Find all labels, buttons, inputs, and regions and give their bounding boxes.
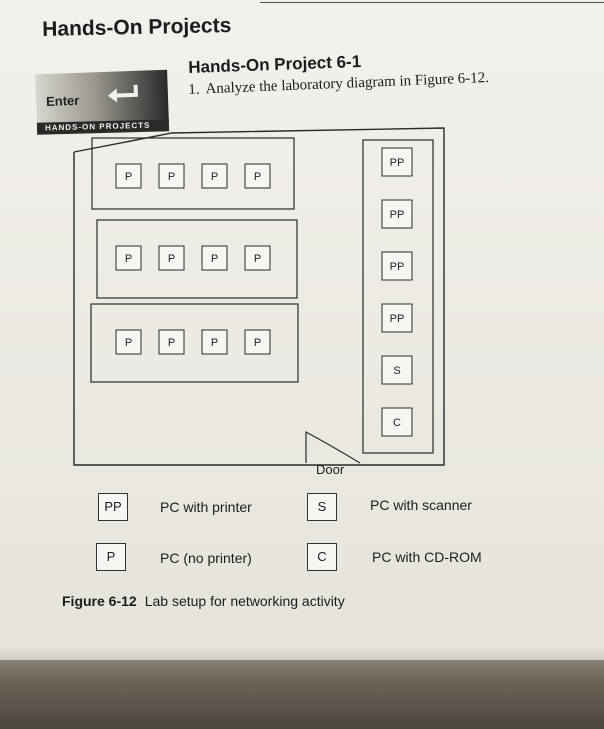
side-pc-box [381, 303, 413, 333]
pc-box-label: P [254, 171, 261, 183]
side-pc-label: S [393, 365, 400, 377]
side-pc-label: PP [390, 261, 405, 273]
side-pc-box [381, 355, 413, 385]
top-rule [260, 2, 604, 3]
legend-text-c: PC with CD-ROM [372, 549, 482, 565]
legend-box-p: P [96, 543, 126, 571]
pc-box-label: P [168, 253, 175, 265]
pc-box-label: P [211, 337, 218, 349]
pc-box-label: P [125, 337, 132, 349]
lab-table-2 [96, 219, 298, 299]
legend-text-s: PC with scanner [370, 497, 472, 513]
pc-box [244, 329, 271, 355]
table-surface [0, 660, 604, 729]
pc-box [158, 163, 185, 189]
legend-text-p: PC (no printer) [160, 550, 252, 566]
legend-box-pp: PP [98, 493, 128, 521]
figure-number: Figure 6-12 [62, 593, 137, 609]
pc-box [115, 163, 142, 189]
pc-box-label: P [211, 253, 218, 265]
pc-box [201, 245, 228, 271]
figure-caption: Figure 6-12 Lab setup for networking acti… [62, 593, 345, 609]
legend-box-c: C [307, 543, 337, 571]
pc-box [158, 245, 185, 271]
pc-box-label: P [125, 171, 132, 183]
side-column-box [362, 139, 434, 454]
side-pc-box [381, 147, 413, 177]
pc-box [158, 329, 185, 355]
side-pc-label: C [393, 417, 401, 429]
pc-box [201, 329, 228, 355]
door-label: Door [316, 462, 345, 477]
pc-box-label: P [125, 253, 132, 265]
return-arrow-icon [107, 84, 138, 103]
pc-box [115, 245, 142, 271]
side-pc-box [381, 251, 413, 281]
pc-box [201, 163, 228, 189]
pc-box [244, 245, 271, 271]
side-pc-box [381, 407, 413, 437]
side-pc-label: PP [390, 157, 405, 169]
side-pc-label: PP [390, 209, 405, 221]
side-pc-label: PP [390, 313, 405, 325]
pc-box [244, 163, 271, 189]
pc-box-label: P [254, 253, 261, 265]
lab-table-1 [91, 137, 295, 210]
pc-box-label: P [168, 171, 175, 183]
pc-box [115, 329, 142, 355]
legend-text-pp: PC with printer [160, 499, 252, 515]
pc-box-label: P [168, 337, 175, 349]
pc-box-label: P [211, 171, 218, 183]
door-swing [305, 430, 361, 464]
side-pc-box [381, 199, 413, 229]
pc-box-label: P [254, 337, 261, 349]
room-outline [73, 127, 445, 466]
lab-table-3 [90, 303, 299, 383]
enter-badge: Enter [35, 69, 169, 127]
figure-title: Lab setup for networking activity [144, 593, 345, 609]
legend-box-s: S [307, 493, 337, 521]
